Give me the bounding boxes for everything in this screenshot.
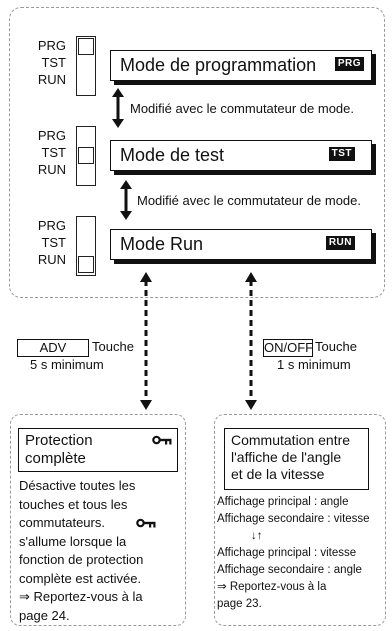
mode-test-box: Mode de test TST [110,140,372,171]
switch-slider [78,147,94,164]
protection-line: touches et tous les [19,496,128,512]
switching-title-line: et de la vitesse [231,466,325,482]
switch-label-tst: TST [41,55,66,70]
switch-label-run: RUN [37,252,66,267]
switch-label-tst: TST [41,145,66,160]
key-icon [152,435,172,445]
mode-tag-prg: PRG [334,57,364,71]
mode-switch-tst [76,126,96,186]
protection-line: ⇒ Reportez-vous à la [19,589,143,604]
switching-panel [214,414,386,626]
protection-title-line2: complète [25,450,86,467]
protection-line-with-icon: commutateurs. [19,514,184,533]
switching-line: Affichage principal : angle [217,496,349,508]
change-label-1: Modifié avec le commutateur de mode. [130,101,354,116]
protection-description: Désactive toutes les touches et tous les… [19,477,184,625]
mode-run-box: Mode Run RUN [110,229,372,260]
swap-arrows: ↓↑ [251,530,263,542]
switching-line: page 23. [217,598,262,610]
onoff-key-duration: 1 s minimum [277,357,351,372]
mode-switch-run [76,216,96,276]
switch-slider [78,256,94,273]
switch-label-tst: TST [41,235,66,250]
protection-line: page 24. [19,607,70,623]
switching-line: Affichage secondaire : vitesse [217,513,370,525]
switching-title-line: Commutation entre [231,432,351,448]
double-arrow-1 [112,88,124,128]
mode-title: Mode de programmation [120,55,317,75]
switch-labels-prg: PRG TST RUN [26,37,66,88]
onoff-key-label: Touche [315,339,357,354]
adv-key-box: ADV [17,339,89,357]
switching-line: ⇒ Reportez-vous à la [217,581,327,593]
mode-tag-run: RUN [325,236,355,250]
switch-label-prg: PRG [37,218,66,233]
mode-diagram-frame [9,7,385,298]
adv-key-label: Touche [92,339,134,354]
mode-tag-tst: TST [328,147,355,161]
switch-slider [78,38,94,55]
switch-label-prg: PRG [37,128,66,143]
protection-line: s'allume lorsque la [19,533,127,549]
adv-key-duration: 5 s minimum [30,357,104,372]
protection-panel [10,414,186,626]
switch-label-run: RUN [37,72,66,87]
switching-line: Affichage principal : vitesse [217,547,357,559]
key-icon [136,518,156,528]
dashed-arrow-left [140,272,152,410]
protection-line: complète est activée. [19,570,142,586]
switch-label-prg: PRG [37,38,66,53]
protection-line: Désactive toutes les [19,478,136,493]
onoff-key-box: ON/OFF [263,339,314,357]
mode-switch-prg [76,36,96,96]
mode-title: Mode de test [120,145,225,165]
switching-title-box: Commutation entre l'affiche de l'angle e… [224,428,369,490]
mode-programmation-box: Mode de programmation PRG [110,50,372,81]
change-label-2: Modifié avec le commutateur de mode. [137,193,361,208]
switching-line: Affichage secondaire : angle [217,564,362,576]
protection-title-box: Protection complète [18,428,178,472]
switch-labels-tst: PRG TST RUN [26,127,66,178]
switch-label-run: RUN [37,162,66,177]
mode-title: Mode Run [120,234,204,254]
switch-labels-run: PRG TST RUN [26,217,66,268]
switching-title-line: l'affiche de l'angle [231,449,342,465]
double-arrow-2 [120,180,132,220]
dashed-arrow-right [245,272,257,410]
switching-description: Affichage principal : angle Affichage se… [217,494,385,613]
protection-line: fonction de protection [19,552,144,567]
protection-title-line1: Protection [25,432,93,449]
